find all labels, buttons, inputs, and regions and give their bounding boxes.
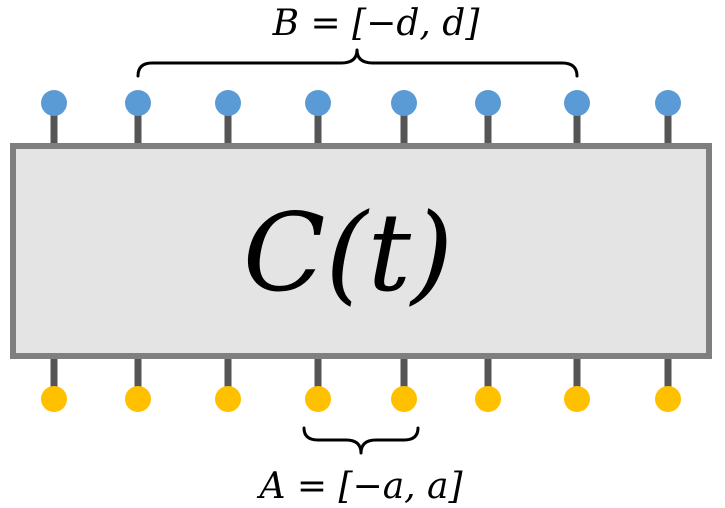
top-interval-label: B = [−d, d] (272, 3, 481, 44)
top-brace (136, 48, 579, 78)
bottom-nodes (41, 386, 681, 412)
bottom-node (475, 386, 501, 412)
bottom-node (215, 386, 241, 412)
top-node (125, 90, 151, 116)
bottom-node (305, 386, 331, 412)
bottom-node (564, 386, 590, 412)
bottom-brace (302, 426, 420, 455)
bottom-node (125, 386, 151, 412)
top-node (215, 90, 241, 116)
top-node (305, 90, 331, 116)
top-node (391, 90, 417, 116)
bottom-node (41, 386, 67, 412)
top-node (564, 90, 590, 116)
bottom-interval-label: A = [−a, a] (256, 466, 463, 507)
top-node (475, 90, 501, 116)
circuit-box (10, 143, 712, 359)
top-node (655, 90, 681, 116)
bottom-node (391, 386, 417, 412)
top-node (41, 90, 67, 116)
bottom-node (655, 386, 681, 412)
top-nodes (41, 90, 681, 116)
circuit-label: C(t) (243, 191, 453, 316)
